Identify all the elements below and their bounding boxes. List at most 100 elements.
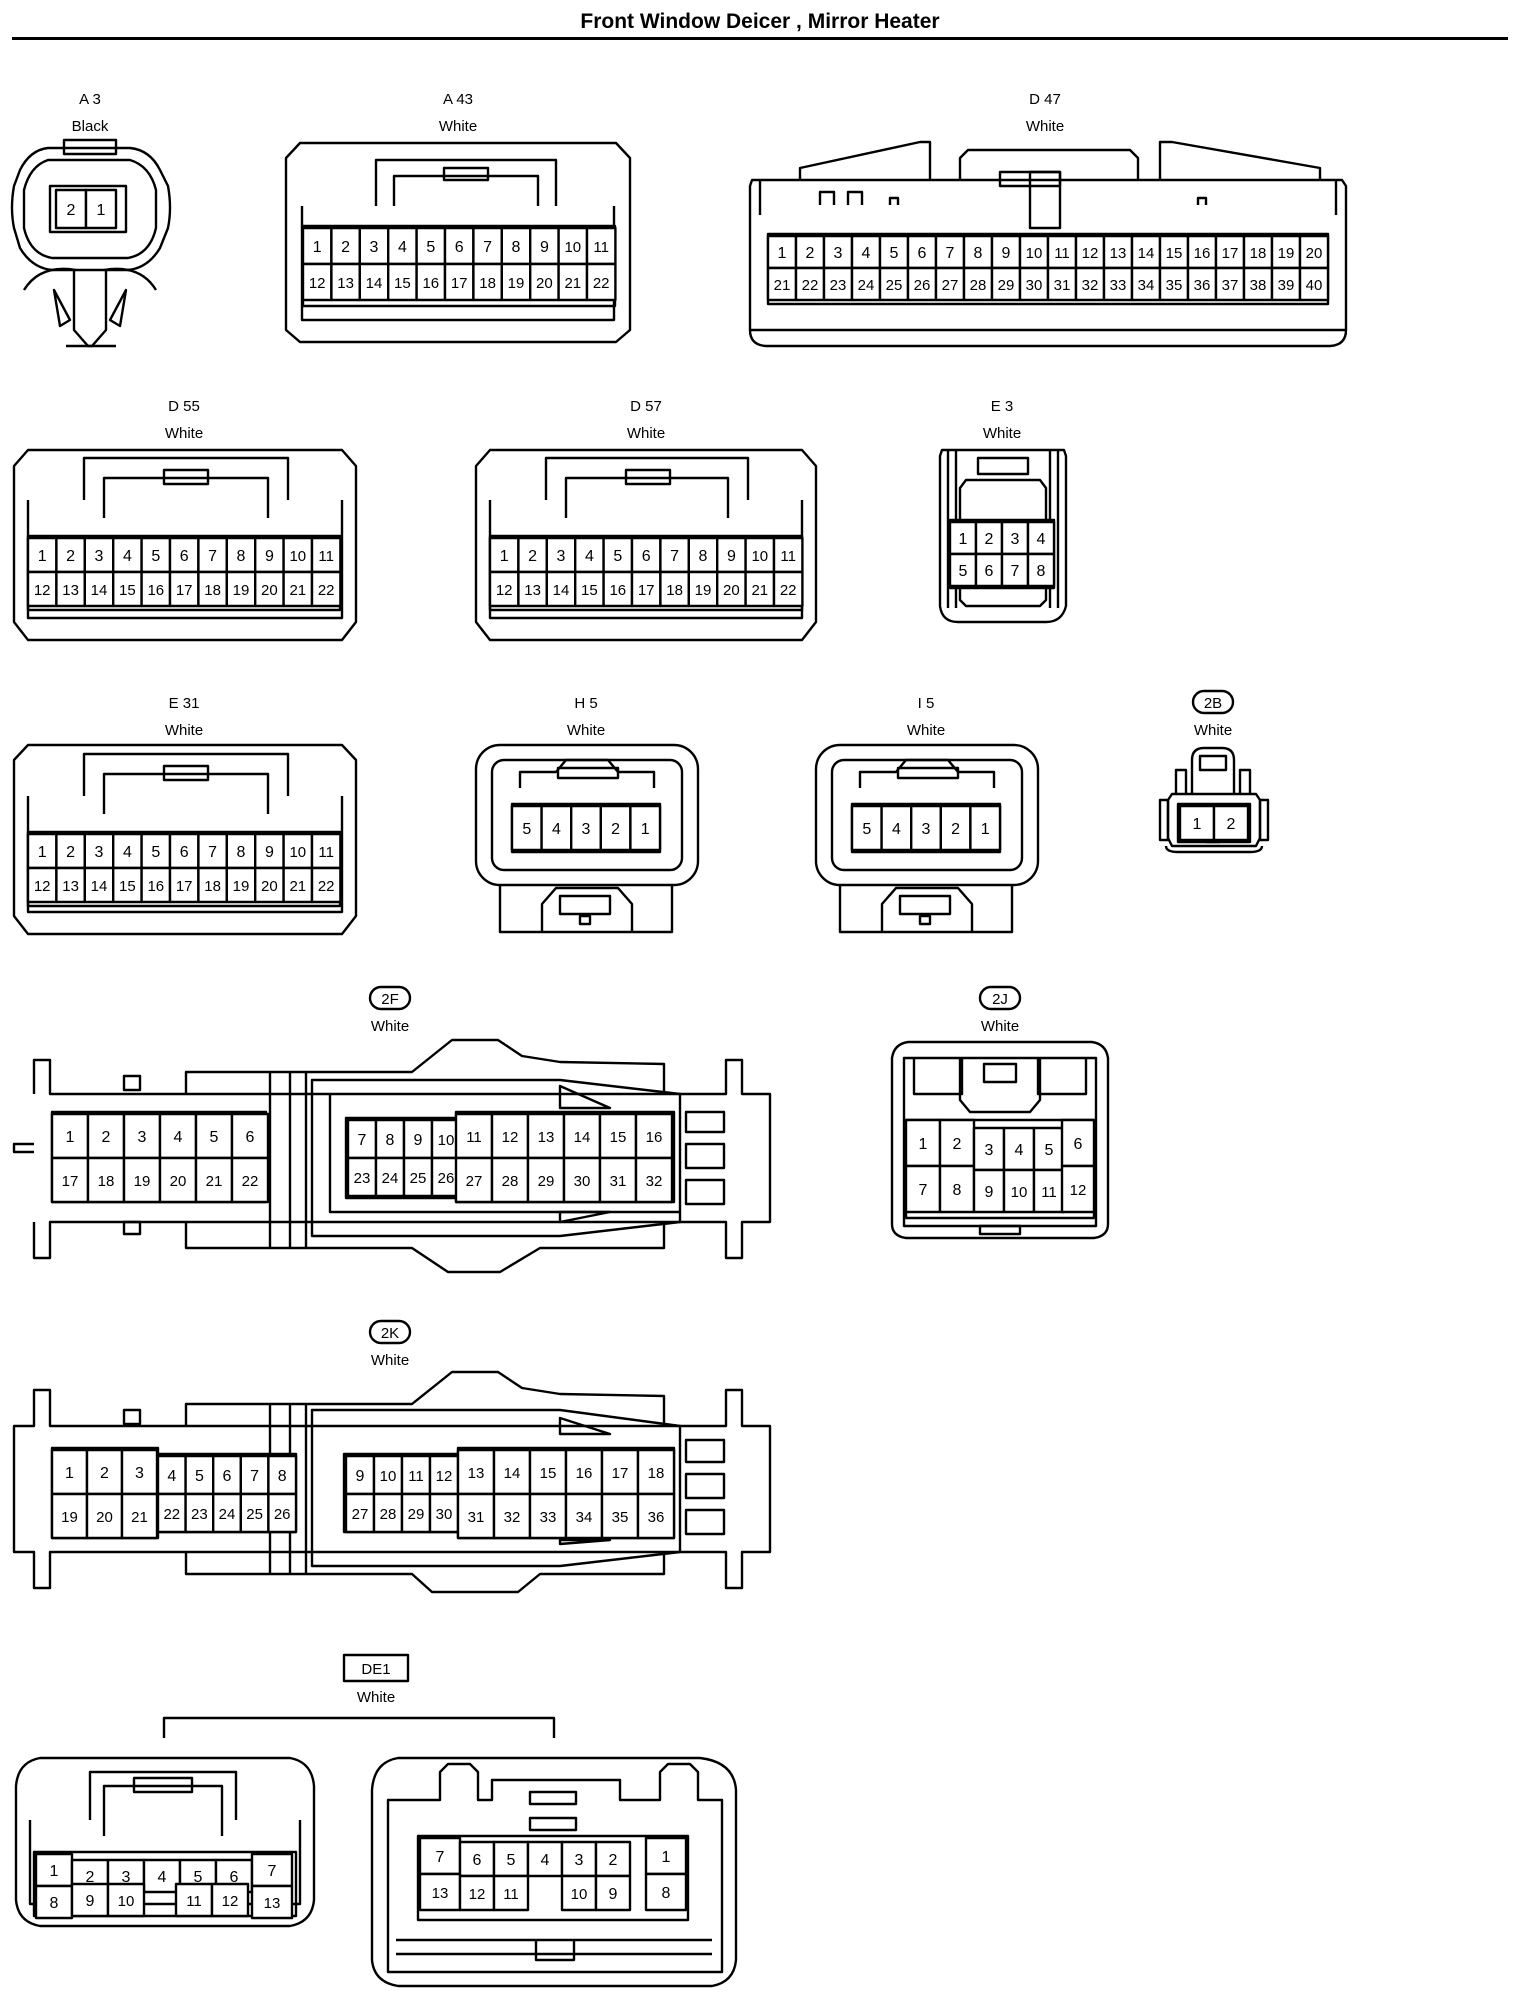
- pin-number: 13: [432, 1885, 449, 1902]
- pin-number: 27: [942, 277, 959, 294]
- pin-number: 4: [398, 239, 407, 256]
- pin-number: 3: [135, 1465, 144, 1482]
- pin-number: 11: [408, 1468, 424, 1485]
- latch-lock: [162, 764, 210, 782]
- pin-number: 12: [1070, 1182, 1087, 1199]
- pin-number: 1: [38, 844, 47, 861]
- pin-number: 8: [953, 1182, 962, 1199]
- connector-id: H 5: [574, 695, 597, 712]
- pin-number: 20: [261, 582, 278, 599]
- pin-number: 26: [438, 1170, 455, 1187]
- pin-number: 6: [473, 1852, 482, 1869]
- pin-number: 15: [610, 1129, 627, 1146]
- pin-number: 6: [1074, 1136, 1083, 1153]
- pin-number: 6: [642, 548, 651, 565]
- pin-number: 6: [180, 844, 189, 861]
- pin-number: 37: [1222, 277, 1239, 294]
- pin-number: 22: [593, 275, 610, 292]
- pin-number: 6: [180, 548, 189, 565]
- grouping-bracket: [162, 1716, 556, 1738]
- pin-number: 9: [265, 844, 274, 861]
- pin-cell: [83, 832, 115, 870]
- pin-number: 13: [62, 878, 79, 895]
- pin-number: 15: [1166, 245, 1183, 262]
- cover: [310, 1078, 682, 1238]
- housing-flange: [1158, 798, 1270, 842]
- pin-number: 31: [1054, 277, 1071, 294]
- pin-cell: [250, 1884, 294, 1920]
- pin-number: 9: [86, 1893, 95, 1910]
- pin-number: 2: [1227, 816, 1236, 833]
- pin-cell: [1026, 520, 1056, 556]
- pin-number: 9: [414, 1132, 423, 1149]
- latch-lock: [982, 1062, 1018, 1084]
- pin-number: 21: [774, 277, 791, 294]
- pin-number: 12: [309, 275, 326, 292]
- latch-inner: [564, 476, 730, 518]
- pin-cell: [850, 266, 882, 302]
- pin-cell: [529, 262, 560, 302]
- pin-cell: [210, 1882, 250, 1918]
- pin-number: 20: [1306, 245, 1323, 262]
- pin-cell: [346, 1118, 378, 1160]
- pin-number: 20: [723, 582, 740, 599]
- pin-number: 5: [151, 548, 160, 565]
- pin-number: 5: [507, 1852, 516, 1869]
- pin-number: 15: [540, 1465, 557, 1482]
- pin-number: 7: [670, 548, 679, 565]
- pin-number: 3: [95, 844, 104, 861]
- pin-cell: [456, 1492, 496, 1540]
- pin-number: 11: [318, 844, 334, 861]
- pin-number: 2: [66, 844, 75, 861]
- pin-cell: [1026, 552, 1056, 588]
- pin-number: 6: [455, 239, 464, 256]
- pin-number: 10: [289, 844, 306, 861]
- pin-cell: [168, 832, 200, 870]
- pin-number: 21: [564, 275, 581, 292]
- pin-cell: [282, 832, 314, 870]
- pin-number: 40: [1306, 277, 1323, 294]
- pin-cell: [1186, 234, 1218, 270]
- pin-number: 11: [1041, 1184, 1057, 1201]
- pin-number: 1: [50, 1863, 59, 1880]
- pin-number: 25: [410, 1170, 427, 1187]
- pin-cell: [636, 1492, 676, 1540]
- pin-cell: [594, 1874, 632, 1912]
- pin-number: 10: [571, 1886, 588, 1903]
- connector-color: White: [1026, 118, 1064, 135]
- pin-cell: [253, 866, 285, 904]
- connector-housing-right-inner: [386, 1762, 724, 1974]
- pin-number: 8: [699, 548, 708, 565]
- pin-cell: [26, 866, 58, 904]
- pin-cell: [634, 1112, 674, 1160]
- connector-id: D 47: [1029, 91, 1061, 108]
- pin-number: 10: [1026, 245, 1043, 262]
- pin-number: 14: [574, 1129, 591, 1146]
- pin-number: 21: [131, 1509, 148, 1526]
- pin-number: 5: [890, 245, 899, 262]
- pin-number: 28: [970, 277, 987, 294]
- pin-number: 7: [919, 1182, 928, 1199]
- latch: [958, 1058, 1042, 1114]
- pin-number: 9: [727, 548, 736, 565]
- pin-number: 3: [985, 1142, 994, 1159]
- connector-id: E 3: [991, 398, 1014, 415]
- pin-number: 20: [170, 1173, 187, 1190]
- pin-cell: [168, 866, 200, 904]
- pin-number: 31: [468, 1509, 485, 1526]
- pin-number: 5: [426, 239, 435, 256]
- pin-cell: [358, 262, 390, 302]
- housing-bottom: [396, 1938, 712, 1962]
- pin-number: 21: [289, 878, 306, 895]
- connector-2b: 2B White: [1158, 689, 1270, 854]
- pin-cell: [418, 1872, 462, 1912]
- pin-cell: [84, 188, 118, 230]
- pin-cell: [250, 1852, 294, 1888]
- pin-cell: [194, 1112, 234, 1160]
- body-top: [184, 1038, 666, 1094]
- pin-number: 11: [593, 239, 609, 256]
- pin-number: 15: [119, 582, 136, 599]
- pin-number: 9: [540, 239, 549, 256]
- release-tab-lock: [898, 894, 952, 916]
- pin-number: 12: [496, 582, 513, 599]
